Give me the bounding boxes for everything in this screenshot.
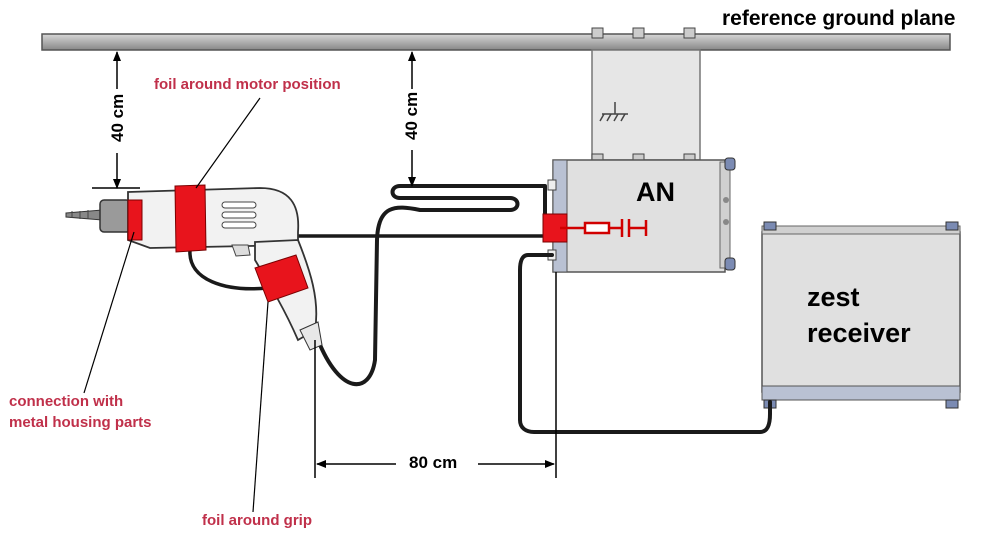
mains-cable	[316, 184, 547, 387]
height-cable-label: 40 cm	[402, 91, 421, 140]
annotation-leaders	[83, 97, 269, 513]
foils	[127, 184, 568, 303]
chuck-foil	[127, 199, 143, 241]
zest-receiver-box	[761, 221, 961, 409]
an-red-circuit	[560, 219, 648, 237]
an-label: AN	[636, 177, 675, 207]
grip-foil-cable	[188, 248, 270, 291]
receiver-label-line1: zest	[807, 282, 860, 312]
motor-foil	[174, 184, 207, 253]
ground-symbol-icon	[599, 102, 628, 122]
foil-motor-label: foil around motor position	[154, 76, 341, 93]
resistor-icon	[583, 221, 611, 235]
foil-grip-label: foil around grip	[202, 512, 312, 529]
artificial-network-box	[547, 157, 736, 273]
ground-plane-label: reference ground plane	[722, 7, 956, 30]
receiver-cable	[518, 253, 772, 434]
grip-foil	[254, 254, 309, 303]
connection-label-line1: connection with	[9, 393, 124, 410]
connection-label-line2: metal housing parts	[9, 414, 152, 431]
dimension-lines	[92, 51, 557, 478]
reference-ground-plane	[41, 33, 951, 51]
height-left-label: 40 cm	[108, 93, 127, 142]
horizontal-distance-label: 80 cm	[409, 453, 458, 472]
receiver-label-line2: receiver	[807, 318, 911, 348]
